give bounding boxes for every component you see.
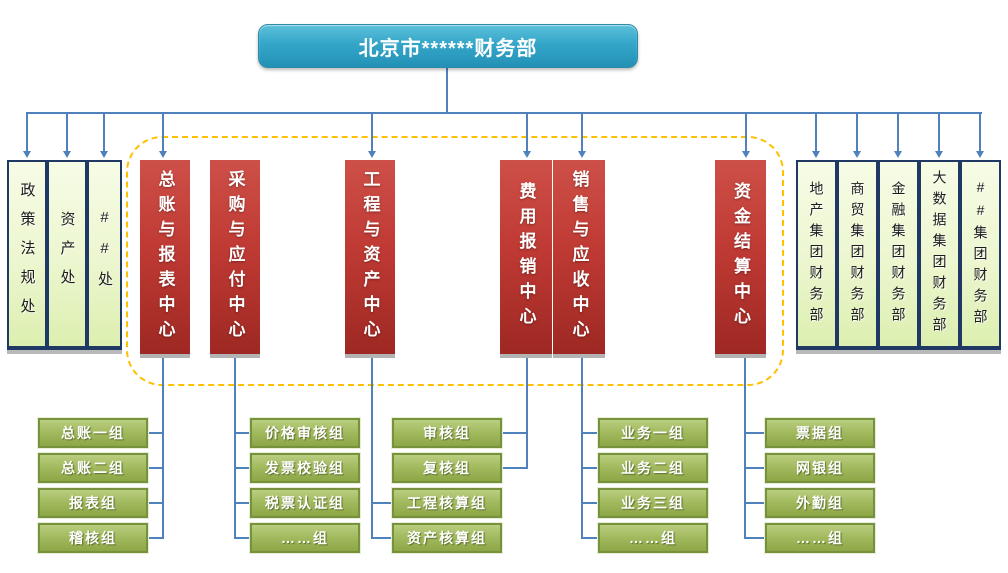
center-procurement-payable: 采购与应付中心: [210, 160, 260, 354]
connector-drop: [979, 114, 981, 152]
connector-drop: [856, 114, 858, 152]
connector-main-rail: [26, 112, 982, 114]
arrow-down-icon: [894, 151, 902, 158]
arrow-down-icon: [853, 151, 861, 158]
team-invoice-verification: 发票校验组: [249, 452, 361, 484]
connector-drop: [897, 114, 899, 152]
center-general-ledger-reporting: 总账与报表中心: [140, 160, 190, 354]
dept-realestate-group-finance: 地产集团财务部: [796, 160, 837, 350]
root-node: 北京市******财务部: [258, 24, 638, 68]
connector-stub: [581, 432, 600, 434]
connector-drop: [815, 114, 817, 152]
connector-stub: [744, 467, 767, 469]
dept-bigdata-group-finance: 大数据集团财务部: [919, 160, 960, 350]
connector-stub: [371, 537, 394, 539]
team-sales-etc: ……组: [597, 522, 709, 554]
dept-financial-group-finance: 金融集团财务部: [878, 160, 919, 350]
arrow-down-icon: [523, 151, 531, 158]
connector-procurement-branch: [234, 354, 236, 539]
connector-stub: [581, 502, 600, 504]
connector-stub: [500, 467, 528, 469]
team-funds-etc: ……组: [764, 522, 876, 554]
arrow-down-icon: [742, 151, 750, 158]
arrow-down-icon: [976, 151, 984, 158]
connector-drop: [103, 114, 105, 152]
dept-trading-group-finance: 商贸集团财务部: [837, 160, 878, 350]
connector-funds-branch: [744, 354, 746, 539]
connector-stub: [371, 502, 394, 504]
arrow-down-icon: [812, 151, 820, 158]
team-review: 审核组: [391, 417, 503, 449]
team-procurement-etc: ……组: [249, 522, 361, 554]
connector-stub: [146, 537, 164, 539]
dept-assets: 资产处: [47, 160, 87, 350]
arrow-down-icon: [935, 151, 943, 158]
connector-engineering-branch: [371, 354, 373, 539]
team-tax-certification: 税票认证组: [249, 487, 361, 519]
connector-stub: [744, 537, 767, 539]
team-bills: 票据组: [764, 417, 876, 449]
connector-stub: [146, 502, 164, 504]
dept-policy-regulation: 政策法规处: [7, 160, 47, 350]
connector-drop: [526, 114, 528, 152]
org-title: 北京市******财务部: [358, 37, 538, 60]
connector-trunk: [446, 66, 448, 113]
connector-stub: [234, 502, 252, 504]
connector-drop: [66, 114, 68, 152]
center-sales-receivable: 销售与应收中心: [553, 160, 605, 354]
arrow-down-icon: [368, 151, 376, 158]
team-reporting: 报表组: [37, 487, 149, 519]
connector-stub: [500, 432, 528, 434]
dept-placeholder-group-finance: ##集团财务部: [960, 160, 1001, 350]
team-engineering-accounting: 工程核算组: [391, 487, 503, 519]
connector-drop: [745, 114, 747, 152]
connector-drop: [938, 114, 940, 152]
connector-stub: [581, 537, 600, 539]
team-business-1: 业务一组: [597, 417, 709, 449]
arrow-down-icon: [100, 151, 108, 158]
team-auditing: 稽核组: [37, 522, 149, 554]
team-online-banking: 网银组: [764, 452, 876, 484]
team-business-2: 业务二组: [597, 452, 709, 484]
team-field-work: 外勤组: [764, 487, 876, 519]
connector-expense-branch: [526, 354, 528, 469]
connector-stub: [581, 467, 600, 469]
center-engineering-assets: 工程与资产中心: [345, 160, 395, 354]
team-general-ledger-2: 总账二组: [37, 452, 149, 484]
arrow-down-icon: [578, 151, 586, 158]
connector-stub: [234, 537, 252, 539]
arrow-down-icon: [159, 151, 167, 158]
team-price-review: 价格审核组: [249, 417, 361, 449]
center-funds-settlement: 资金结算中心: [715, 160, 766, 354]
connector-drop: [26, 114, 28, 152]
connector-stub: [744, 432, 767, 434]
team-recheck: 复核组: [391, 452, 503, 484]
connector-stub: [234, 432, 252, 434]
connector-drop: [581, 114, 583, 152]
connector-drop: [371, 114, 373, 152]
team-general-ledger-1: 总账一组: [37, 417, 149, 449]
connector-stub: [234, 467, 252, 469]
connector-drop: [162, 114, 164, 152]
dept-placeholder: ##处: [87, 160, 122, 350]
arrow-down-icon: [23, 151, 31, 158]
connector-stub: [146, 432, 164, 434]
team-asset-accounting: 资产核算组: [391, 522, 503, 554]
connector-stub: [146, 467, 164, 469]
connector-stub: [744, 502, 767, 504]
arrow-down-icon: [63, 151, 71, 158]
team-business-3: 业务三组: [597, 487, 709, 519]
connector-sales-branch: [581, 354, 583, 539]
connector-general-ledger-branch: [162, 354, 164, 539]
shared-service-zone-outline: [126, 136, 784, 386]
center-expense-reimbursement: 费用报销中心: [500, 160, 552, 354]
